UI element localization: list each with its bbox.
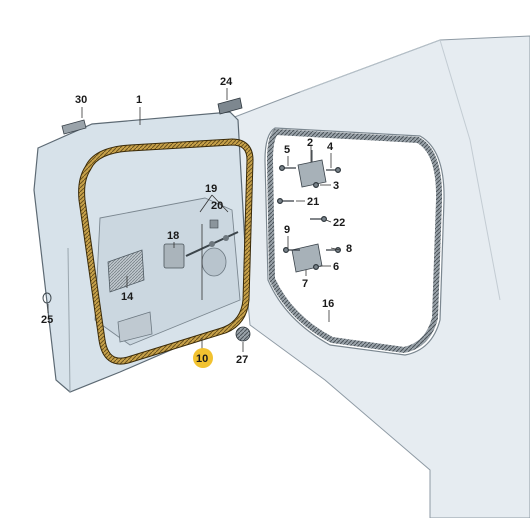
callout-5: 5: [284, 144, 290, 156]
callout-22: 22: [333, 217, 345, 229]
callout-19: 19: [205, 183, 217, 195]
grommet: [235, 326, 251, 342]
clip: [209, 219, 219, 229]
callout-10-highlight: [193, 348, 213, 368]
body-side-seal: [266, 128, 443, 354]
callout-27: 27: [236, 354, 248, 366]
callout-24: 24: [220, 76, 233, 88]
callout-6: 6: [333, 261, 339, 273]
plug: [42, 292, 52, 304]
callout-8: 8: [346, 243, 352, 255]
callout-21: 21: [307, 196, 319, 208]
callout-labels: 1 2 3 4 5 6 7 8 9 10 14 16 18 19 20 21 2…: [41, 76, 352, 366]
callout-9: 9: [284, 224, 290, 236]
callout-7: 7: [302, 278, 308, 290]
speaker-grille: [107, 249, 145, 293]
hinge-upper: [297, 150, 327, 188]
door-panel: [33, 111, 249, 393]
callout-18: 18: [167, 230, 179, 242]
moulding-part-24: [217, 97, 243, 115]
callout-16: 16: [322, 298, 334, 310]
bolts: [277, 165, 342, 271]
callout-25: 25: [41, 314, 53, 326]
callout-20: 20: [211, 200, 223, 212]
callout-4: 4: [327, 141, 334, 153]
callout-30: 30: [75, 94, 87, 106]
window-moulding: [61, 119, 87, 135]
callout-1: 1: [136, 94, 142, 106]
callout-2: 2: [307, 137, 313, 149]
car-body: [231, 35, 530, 518]
leader-lines: [47, 88, 341, 352]
callout-3: 3: [333, 180, 339, 192]
callout-14: 14: [121, 291, 134, 303]
callout-10: 10: [196, 353, 208, 365]
